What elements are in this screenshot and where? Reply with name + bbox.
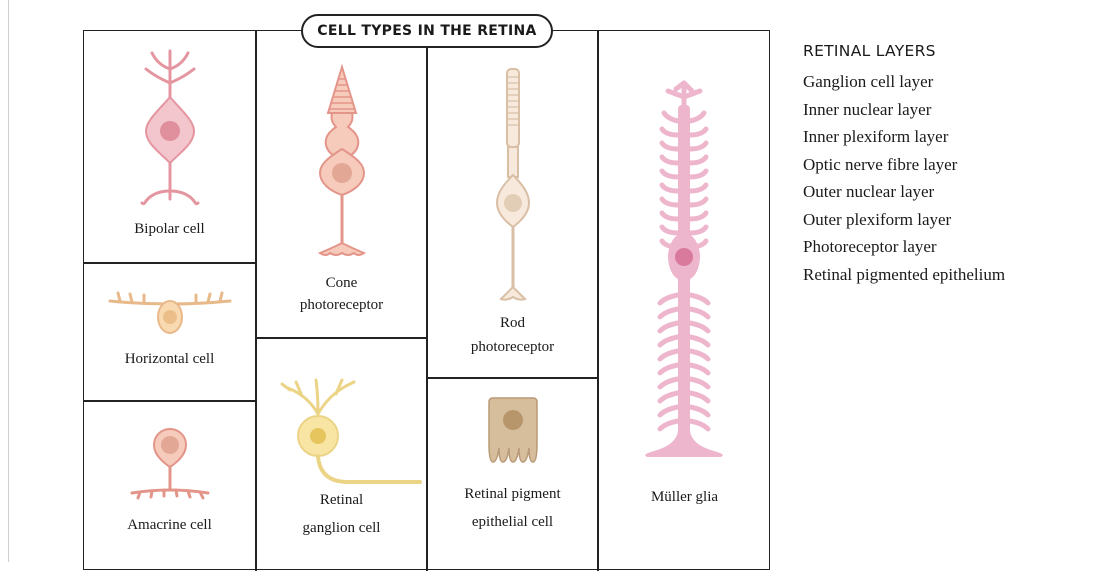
bipolar-cell-label: Bipolar cell: [84, 217, 255, 241]
layer-item: Optic nerve fibre layer: [803, 151, 1083, 179]
diagram-title: CELL TYPES IN THE RETINA: [301, 14, 553, 48]
layer-item: Outer nuclear layer: [803, 178, 1083, 206]
cell-types-grid: Bipolar cell Horizontal cell Amac: [83, 30, 770, 570]
page-edge-line: [8, 0, 9, 562]
layer-item: Inner nuclear layer: [803, 96, 1083, 124]
rpe-cell-illustration: [427, 378, 598, 571]
rpe-cell-label-line2: epithelial cell: [427, 510, 598, 534]
cone-photoreceptor-panel: Cone photoreceptor: [256, 31, 427, 337]
layer-item: Inner plexiform layer: [803, 123, 1083, 151]
rod-photoreceptor-label-line2: photoreceptor: [427, 335, 598, 359]
retinal-layers-list: RETINAL LAYERS Ganglion cell layer Inner…: [803, 42, 1083, 288]
amacrine-cell-illustration: [84, 401, 255, 571]
layer-item: Outer plexiform layer: [803, 206, 1083, 234]
horizontal-cell-panel: Horizontal cell: [84, 263, 255, 400]
amacrine-cell-label: Amacrine cell: [84, 513, 255, 537]
amacrine-cell-panel: Amacrine cell: [84, 401, 255, 571]
muller-glia-panel: Müller glia: [598, 31, 771, 571]
cone-photoreceptor-label-line1: Cone: [256, 271, 427, 295]
rpe-cell-label-line1: Retinal pigment: [427, 482, 598, 506]
horizontal-cell-label: Horizontal cell: [84, 347, 255, 371]
rod-photoreceptor-label-line1: Rod: [427, 311, 598, 335]
rpe-cell-panel: Retinal pigment epithelial cell: [427, 378, 598, 571]
muller-glia-label: Müller glia: [598, 485, 771, 509]
layer-item: Retinal pigmented epithelium: [803, 261, 1083, 289]
retinal-ganglion-cell-label-line2: ganglion cell: [256, 516, 427, 540]
retinal-ganglion-cell-panel: Retinal ganglion cell: [256, 338, 427, 571]
retinal-ganglion-cell-label-line1: Retinal: [256, 488, 427, 512]
layer-item: Ganglion cell layer: [803, 68, 1083, 96]
rod-photoreceptor-panel: Rod photoreceptor: [427, 31, 598, 377]
cone-photoreceptor-label-line2: photoreceptor: [256, 293, 427, 317]
bipolar-cell-panel: Bipolar cell: [84, 31, 255, 262]
retinal-layers-heading: RETINAL LAYERS: [803, 42, 1083, 60]
layer-item: Photoreceptor layer: [803, 233, 1083, 261]
horizontal-cell-illustration: [84, 263, 255, 400]
